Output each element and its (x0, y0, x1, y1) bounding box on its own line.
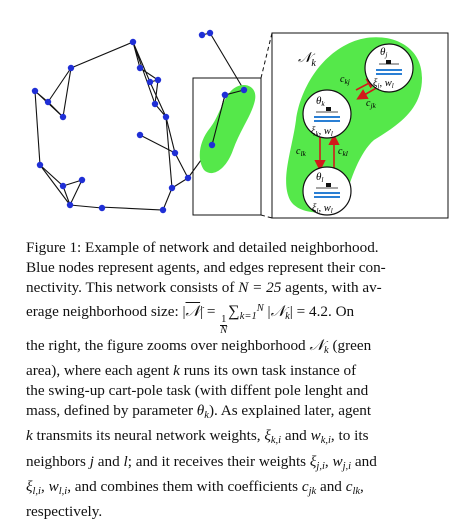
svg-text:θl: θl (316, 171, 324, 184)
caption-line-9: k transmits its neural network weights, … (26, 427, 369, 447)
caption-line-10: neighbors j and l; and it receives their… (26, 452, 377, 472)
caption-line-6: area), where each agent k runs its own t… (26, 361, 357, 379)
agent-l: θl ξl, wl (302, 166, 352, 216)
svg-text:θj: θj (380, 46, 388, 59)
edge-label-ckj: ckj (340, 74, 350, 86)
agent-k: θk ξk, wl (302, 89, 352, 139)
agent-j: θj ξj, wl (364, 43, 414, 93)
zoom-box-small (192, 77, 262, 216)
zoom-connectors (260, 32, 273, 219)
exchange-arrows (314, 78, 379, 172)
caption-line-5: the right, the figure zooms over neighbo… (26, 336, 372, 356)
svg-text:θk: θk (316, 95, 325, 108)
svg-text:ξj, wl: ξj, wl (373, 78, 394, 90)
caption-line-8: mass, defined by parameter θk). As expla… (26, 402, 372, 422)
edge-label-ckl: ckl (338, 146, 348, 158)
caption-line-7: the swing-up cart-pole task (with diffen… (26, 382, 369, 400)
edge-label-clk: clk (296, 146, 307, 158)
caption-line-3: nectivity. This network consists of N = … (26, 279, 382, 297)
caption-line-1: Figure 1: Example of network and detaile… (26, 239, 379, 256)
network-figure: 𝒩k ckj cjk clk ckl θj ξj, wl (31, 29, 449, 219)
network-edges (34, 32, 245, 211)
svg-text:ξl, wl: ξl, wl (312, 203, 333, 215)
edge-label-cjk: cjk (366, 98, 377, 110)
figure-caption: Figure 1: Example of network and detaile… (26, 238, 458, 522)
zoom-box-large: 𝒩k ckj cjk clk ckl θj ξj, wl (271, 32, 449, 219)
caption-line-2: Blue nodes represent agents, and edges r… (26, 259, 386, 277)
caption-line-12: respectively. (26, 503, 103, 521)
caption-line-11: ξl,i, wl,i, and combines them with coeff… (26, 477, 364, 497)
svg-text:ξk, wl: ξk, wl (311, 126, 333, 138)
